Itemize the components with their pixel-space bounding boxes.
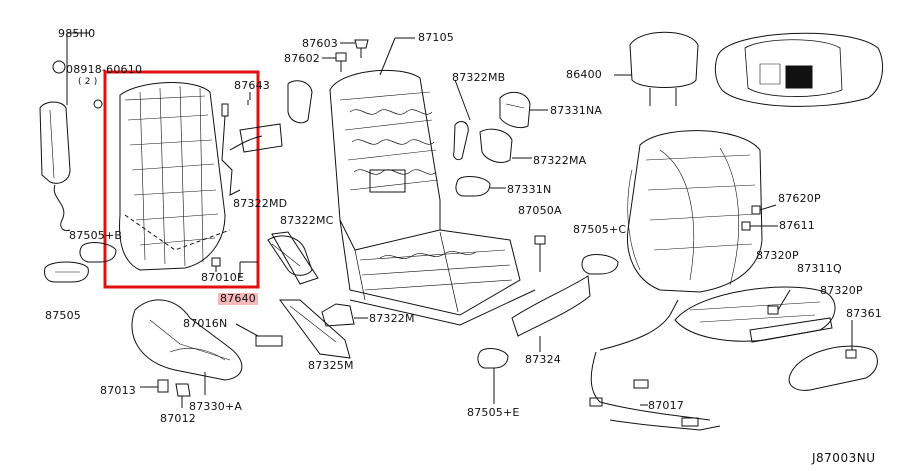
trim-87322md xyxy=(268,236,312,275)
label-87322mb: 87322MB xyxy=(452,71,506,84)
knob-87505-b xyxy=(80,243,116,262)
seatback-pad xyxy=(120,83,248,270)
label-87013: 87013 xyxy=(100,384,136,397)
clip-87010e xyxy=(212,258,220,266)
label-87331na: 87331NA xyxy=(550,104,603,117)
knob-87505-c xyxy=(582,255,618,274)
knob-87331n xyxy=(456,177,506,196)
label-87331n: 87331N xyxy=(507,183,552,196)
label-86400: 86400 xyxy=(566,68,602,81)
label-08918: 08918-60610 xyxy=(66,63,143,76)
label-87603: 87603 xyxy=(302,37,338,50)
knob-87013 xyxy=(140,380,168,392)
label-87361: 87361 xyxy=(846,307,882,320)
label-87620p: 87620P xyxy=(778,192,821,205)
seat-frame-87105 xyxy=(330,38,535,325)
label-87324: 87324 xyxy=(525,353,561,366)
headrest-86400 xyxy=(614,32,698,106)
label-87322ma: 87322MA xyxy=(533,154,587,167)
clip-87620p xyxy=(752,206,760,214)
label-87505: 87505 xyxy=(45,309,81,322)
label-87322m: 87322M xyxy=(369,312,415,325)
label-87643: 87643 xyxy=(234,79,270,92)
label-87012: 87012 xyxy=(160,412,196,425)
label-87505-e: 87505+E xyxy=(467,406,520,419)
seatback-harness xyxy=(222,104,262,195)
label-quantity-2: ( 2 ) xyxy=(78,77,98,87)
label-87602: 87602 xyxy=(284,52,320,65)
label-87322mc: 87322MC xyxy=(280,214,334,227)
pad-87361 xyxy=(789,320,877,390)
car-locator xyxy=(715,33,882,106)
frame-side-87322mb-area xyxy=(454,121,469,159)
knob-87505 xyxy=(44,262,88,282)
label-87640-highlighted: 87640 xyxy=(218,292,258,305)
bolt-87603 xyxy=(340,40,368,58)
trim-87325m xyxy=(280,300,350,358)
knob-87012 xyxy=(176,384,190,408)
bracket-87643 xyxy=(240,92,282,152)
label-87325m: 87325M xyxy=(308,359,354,372)
clip-87611 xyxy=(742,222,750,230)
trim-87322mc xyxy=(272,232,318,284)
label-87505-c: 87505+C xyxy=(573,223,627,236)
label-87320p-top: 87320P xyxy=(756,249,799,262)
label-87330-a: 87330+A xyxy=(189,400,243,413)
highlight-box xyxy=(105,72,258,287)
label-87505-b: 87505+B xyxy=(69,229,123,242)
frame-cover-left xyxy=(288,81,312,123)
knob-87505-e xyxy=(478,349,508,404)
seatback-cover xyxy=(627,131,762,292)
label-87010e: 87010E xyxy=(201,271,245,284)
switch-87016n xyxy=(236,324,282,346)
trim-87322m xyxy=(322,304,368,326)
bolt-87602 xyxy=(322,53,346,72)
trim-87324 xyxy=(512,276,590,352)
label-87016n: 87016N xyxy=(183,317,228,330)
harness-87017 xyxy=(590,300,720,430)
trim-87330a xyxy=(132,300,242,395)
label-87311q: 87311Q xyxy=(797,262,842,275)
label-87017: 87017 xyxy=(648,399,684,412)
label-985h0: 985H0 xyxy=(58,27,96,40)
label-87050a: 87050A xyxy=(518,204,562,217)
cover-87331na xyxy=(500,92,548,127)
bolt-87050a xyxy=(535,236,545,272)
label-87611: 87611 xyxy=(779,219,815,232)
side-airbag-985h0 xyxy=(40,33,102,231)
label-87320p-bottom: 87320P xyxy=(820,284,863,297)
label-87322md: 87322MD xyxy=(233,197,288,210)
label-87105: 87105 xyxy=(418,31,454,44)
cover-87322ma xyxy=(480,129,532,162)
seat-cushion xyxy=(675,287,835,342)
diagram-code: J87003NU xyxy=(812,451,876,465)
